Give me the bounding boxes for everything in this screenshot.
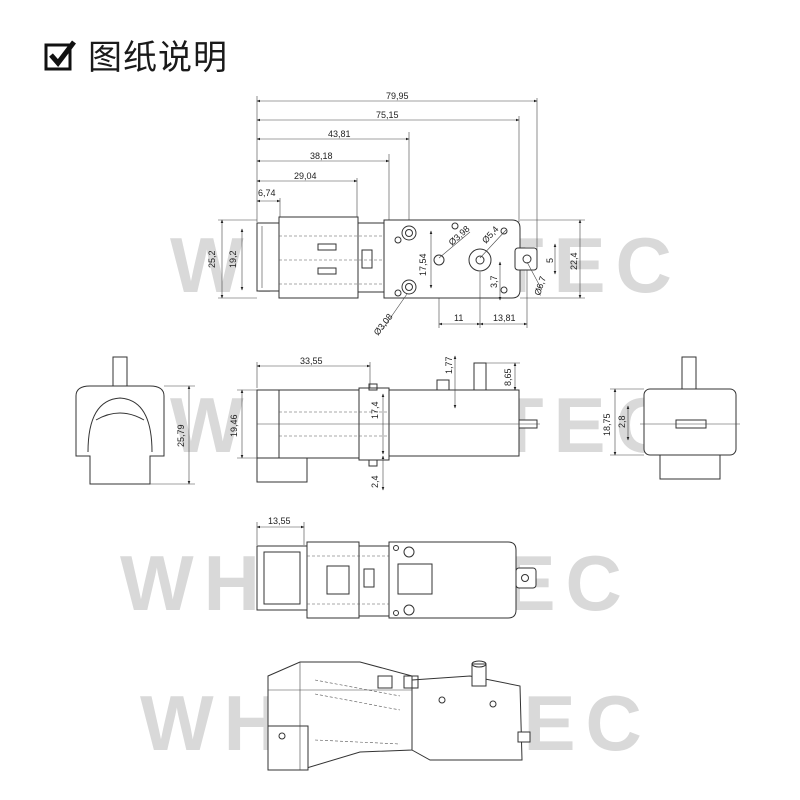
dim-1-77: 1,77 [444,356,454,374]
dim-22-4: 22,4 [569,252,579,270]
dim-79-95: 79,95 [386,91,409,101]
dim-13-55: 13,55 [268,516,291,526]
dim-38-18: 38,18 [310,151,333,161]
bottom-view: 13,55 [256,516,537,619]
dim-17-4: 17,4 [370,401,380,419]
page-header: 图纸说明 [44,30,228,79]
dim-19-46: 19,46 [229,414,239,437]
dim-6-74: 6,74 [258,188,276,198]
dim-33-55: 33,55 [300,356,323,366]
dim-5: 5 [545,258,555,263]
dim-29-04: 29,04 [294,171,317,181]
dim-8-65: 8,65 [503,368,513,386]
isometric-view [267,660,531,771]
checkbox-check-icon [44,39,76,71]
dim-43-81: 43,81 [328,129,351,139]
dim-19-2: 19,2 [228,250,238,268]
dim-2-4: 2,4 [370,475,380,488]
dim-3-7: 3,7 [489,275,499,288]
page-title: 图纸说明 [88,38,228,78]
dim-11: 11 [454,313,463,323]
dim-13-81: 13,81 [493,313,516,323]
end-view-right: 18,75 2,8 [602,356,740,480]
dim-dia-3-08: Ø3,08 [372,312,395,337]
dim-2-8: 2,8 [617,415,627,428]
dim-25-2: 25,2 [207,250,217,268]
dim-75-15: 75,15 [376,110,399,120]
dim-18-75: 18,75 [602,413,612,436]
end-view-left: 25,79 [75,356,195,485]
front-view: 33,55 19,46 17,4 2,4 1,77 8,65 [229,355,540,491]
dim-25-79: 25,79 [176,424,186,447]
dim-17-54: 17,54 [418,253,428,276]
